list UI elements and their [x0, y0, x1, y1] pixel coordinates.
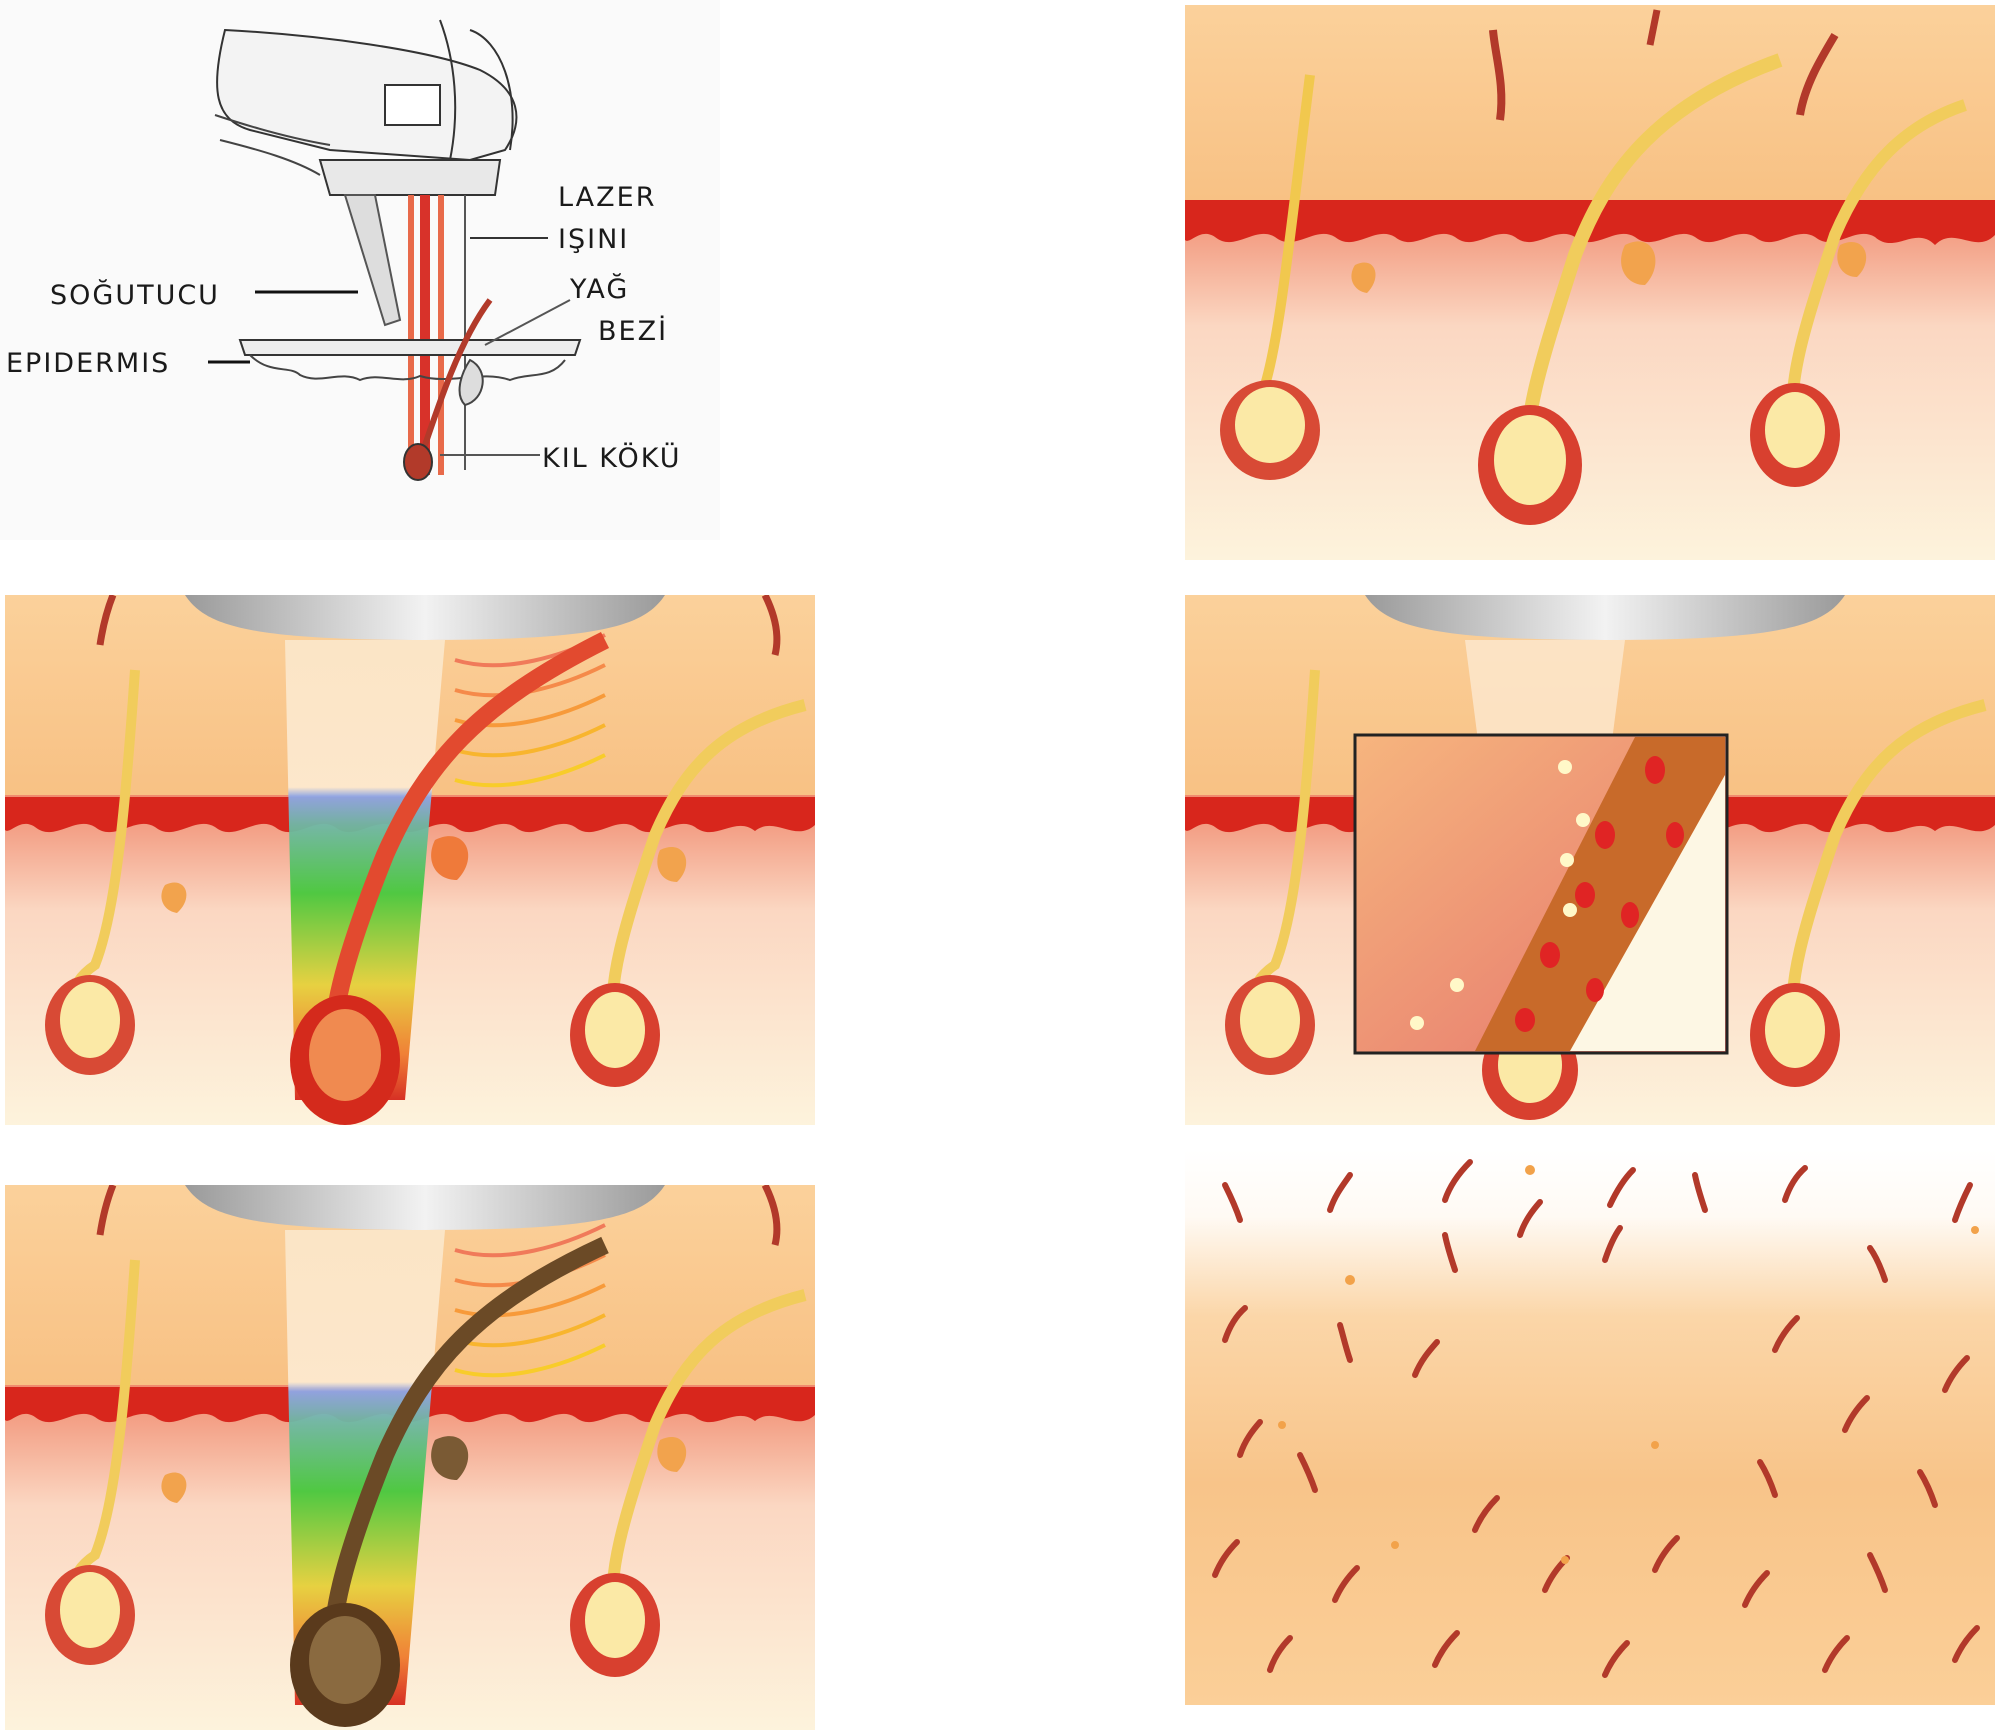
hair-destroyed-panel [5, 1185, 815, 1730]
laser-hits-hair-panel [5, 595, 815, 1125]
skin-regrowth-panel [1185, 1150, 1995, 1705]
label-oil-line2: BEZİ [598, 316, 669, 347]
label-oil-line1: YAĞ [570, 274, 630, 305]
normal-skin-panel [1185, 5, 1995, 560]
normal-skin-illustration [1185, 5, 1995, 560]
device-sketch-panel: LAZER IŞINI SOĞUTUCU YAĞ BEZİ EPIDERMIS … [0, 0, 720, 540]
zoom-inset [1353, 733, 1729, 1055]
laser-hits-hair-illustration [5, 595, 815, 1125]
label-laser-line1: LAZER [558, 182, 657, 213]
device-sketch-drawing [208, 19, 582, 481]
label-cooler: SOĞUTUCU [50, 280, 220, 311]
hair-destroyed-illustration [5, 1185, 815, 1730]
skin-regrowth-illustration [1185, 1150, 1995, 1705]
zoom-absorption-illustration [1185, 595, 1995, 1125]
label-epidermis: EPIDERMIS [6, 348, 171, 379]
label-laser-line2: IŞINI [558, 224, 630, 255]
zoom-absorption-panel [1185, 595, 1995, 1125]
label-root: KIL KÖKÜ [542, 443, 682, 474]
